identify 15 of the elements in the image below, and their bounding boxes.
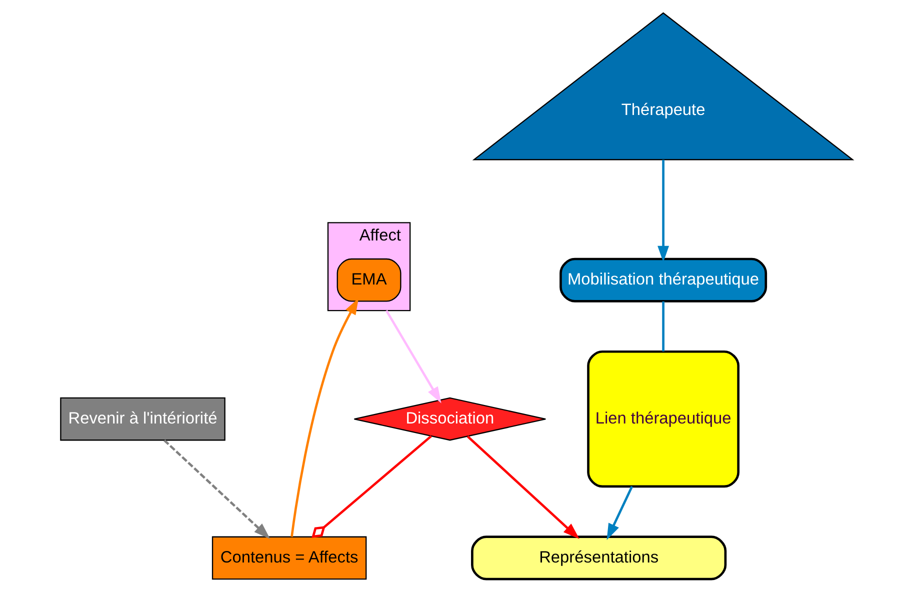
arrow: [658, 160, 670, 262]
node-box: EMA: [336, 258, 402, 302]
connector: [312, 435, 432, 538]
node-box: Représentations: [471, 536, 727, 580]
node-box: Revenir à l'intériorité: [60, 397, 226, 441]
node-box: Contenus = Affects: [212, 536, 367, 580]
arrow: [466, 436, 580, 540]
arrow: [164, 440, 270, 539]
node-diamond: Dissociation: [354, 397, 546, 441]
node-box: Lien thérapeutique: [587, 350, 740, 488]
arrow: [385, 310, 442, 404]
arrow: [290, 298, 359, 537]
arrow: [606, 486, 634, 540]
node-box: Mobilisation thérapeutique: [560, 258, 768, 302]
connector: [662, 301, 664, 352]
